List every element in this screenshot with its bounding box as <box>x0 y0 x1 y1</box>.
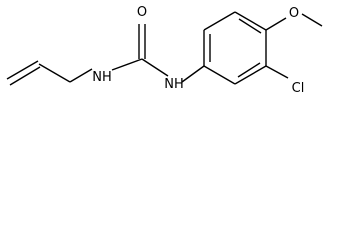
bond-ring-cl <box>265 65 289 79</box>
ring-inner-bond-c <box>237 62 261 78</box>
urea-group <box>111 24 205 83</box>
ring-bond-6 <box>203 65 236 85</box>
benzene-ring <box>203 11 267 85</box>
bond-carbonyl-nh <box>141 58 169 77</box>
ring-inner-bond-b <box>238 18 262 34</box>
methoxy-group <box>265 13 323 31</box>
atom-label-chlorine: Cl <box>292 81 305 96</box>
chemical-structure-diagram: O NH NH O Cl <box>6 5 323 96</box>
bond-vinyl-double-b <box>9 66 41 86</box>
ring-bond-2 <box>203 11 236 31</box>
atom-label-methoxy-oxygen: O <box>289 6 299 21</box>
bond-ch2-nh <box>69 68 93 83</box>
bond-nh-carbonyl <box>111 58 143 71</box>
bond-vinyl-ch2 <box>38 63 71 83</box>
bond-ring-o <box>265 17 287 31</box>
bond-o-methyl <box>301 13 323 27</box>
bond-vinyl-double-a <box>6 60 39 80</box>
atom-label-carbonyl-oxygen: O <box>137 5 147 20</box>
ring-bond-3 <box>234 11 267 31</box>
atom-label-aryl-nh: NH <box>164 77 184 92</box>
ring-bond-5 <box>234 65 267 85</box>
chloro-group <box>265 65 289 79</box>
bond-nh-ring <box>181 65 205 83</box>
atom-label-allyl-nh: NH <box>92 70 112 85</box>
allyl-group <box>6 60 93 86</box>
